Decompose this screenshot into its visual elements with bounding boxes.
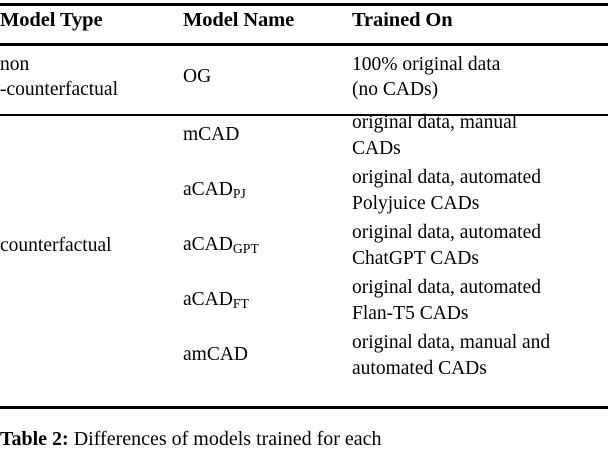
column-header-model-name: Model Name (183, 8, 295, 31)
trained-on-cell: original data, manual and automated CADs (352, 328, 608, 383)
trained-on-line: Flan-T5 CADs (352, 302, 469, 324)
model-name-subscript: PJ (232, 186, 246, 202)
trained-on-line: CADs (352, 137, 401, 159)
model-name-cell: aCADFT (183, 273, 352, 328)
trained-on-line: original data, automated (352, 277, 541, 298)
table-row: non -counterfactual OG 100% original dat… (0, 46, 608, 108)
trained-on-cell: 100% original data (no CADs) (352, 46, 608, 108)
trained-on-line: original data, manual (352, 112, 518, 133)
model-name-text: aCAD (183, 289, 233, 311)
model-name-cell: amCAD (183, 328, 352, 383)
table-header-rule (0, 43, 608, 46)
trained-on-line: Polyjuice CADs (352, 192, 480, 214)
model-type-line: non (0, 53, 30, 75)
model-comparison-table: Model Type Model Name Trained On non -co… (0, 0, 608, 383)
trained-on-line: ChatGPT CADs (352, 247, 479, 269)
model-name-cell: OG (183, 46, 352, 108)
trained-on-line: original data, automated (352, 222, 541, 243)
model-name-text: aCAD (183, 234, 233, 256)
trained-on-line: original data, automated (352, 167, 541, 188)
model-type-cell: non -counterfactual (0, 46, 183, 108)
model-name-subscript: GPT (232, 241, 259, 257)
column-header-trained-on: Trained On (352, 8, 453, 31)
table-header-row: Model Type Model Name Trained On (0, 0, 608, 40)
table-row: aCADPJ original data, automated Polyjuic… (0, 163, 608, 218)
table-section-rule (0, 114, 608, 116)
table-bottom-rule (0, 406, 608, 409)
model-name-subscript: FT (232, 296, 249, 312)
model-name-text: mCAD (183, 124, 240, 146)
table-row: counterfactual mCAD original data, manua… (0, 108, 608, 256)
model-name-cell: aCADPJ (183, 163, 352, 218)
trained-on-cell: original data, automated Flan-T5 CADs (352, 273, 608, 328)
trained-on-line: (no CADs) (352, 79, 439, 100)
caption-text: Differences of models trained for each (73, 428, 382, 450)
table-caption: Table 2: Differences of models trained f… (0, 427, 608, 452)
model-name-cell: mCAD (183, 108, 352, 163)
model-name-cell: aCADGPT (183, 218, 352, 273)
model-name-text: aCAD (183, 179, 233, 201)
column-header-model-type: Model Type (0, 8, 103, 31)
table-row: aCADGPT original data, automated ChatGPT… (0, 218, 608, 273)
trained-on-cell: original data, automated ChatGPT CADs (352, 218, 608, 273)
table-top-rule (0, 3, 608, 6)
model-type-cell: counterfactual (0, 108, 183, 383)
trained-on-line: 100% original data (352, 53, 501, 75)
trained-on-cell: original data, automated Polyjuice CADs (352, 163, 608, 218)
trained-on-cell: original data, manual CADs (352, 108, 608, 163)
caption-label: Table 2: (0, 428, 69, 450)
model-name-text: OG (183, 66, 212, 88)
model-type-line: -counterfactual (0, 79, 119, 100)
trained-on-line: automated CADs (352, 357, 487, 379)
table-row: aCADFT original data, automated Flan-T5 … (0, 273, 608, 328)
model-type-line: counterfactual (0, 234, 112, 256)
table-row: amCAD original data, manual and automate… (0, 328, 608, 383)
trained-on-line: original data, manual and (352, 332, 551, 353)
model-name-text: amCAD (183, 344, 248, 366)
